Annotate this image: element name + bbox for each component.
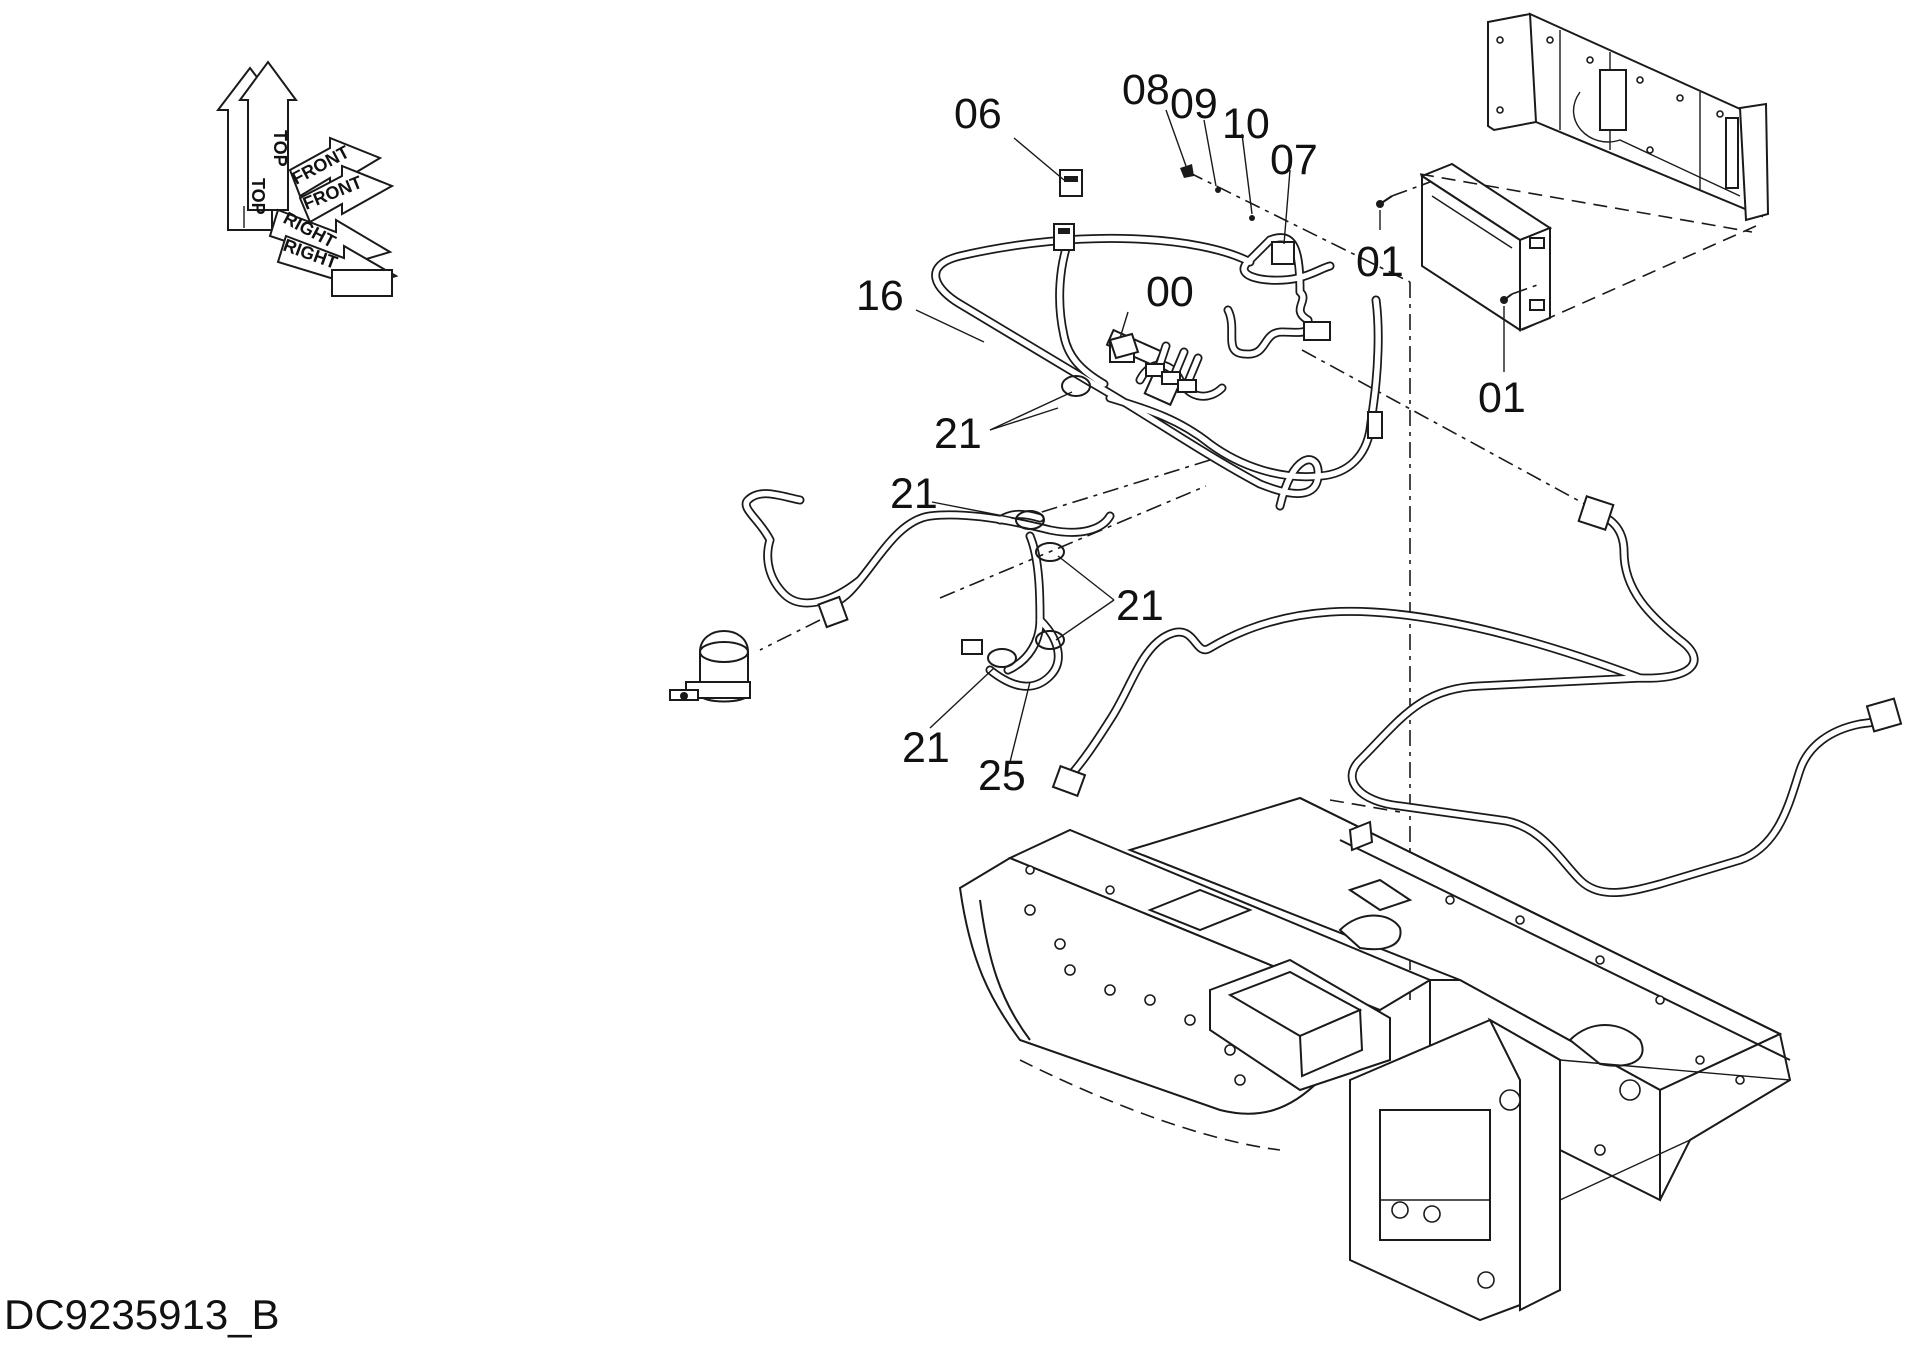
screw-08 [1180, 164, 1194, 178]
bolt-01-upper [1376, 195, 1393, 208]
callout-10: 10 [1222, 100, 1270, 148]
harness-25 [741, 375, 1115, 691]
callout-08: 08 [1122, 66, 1170, 114]
nut-10 [1249, 215, 1255, 221]
bolt-01-lower [1500, 293, 1513, 304]
arrow-label-top-1: TOP [248, 178, 268, 215]
callout-labels: 06 08 09 10 07 01 01 16 00 21 21 21 21 2… [856, 66, 1526, 800]
leader-lines [915, 109, 1505, 763]
callout-21-mid-right: 21 [1116, 582, 1164, 630]
callout-21-mid-left: 21 [890, 470, 938, 518]
drawing-id-caption: DC9235913_B [4, 1291, 280, 1338]
beacon-lamp [669, 630, 751, 703]
callout-06: 06 [954, 90, 1002, 138]
callout-07: 07 [1270, 136, 1318, 184]
callout-21-top: 21 [934, 410, 982, 458]
arrow-label-top-2: TOP [270, 130, 290, 167]
callout-21-bottom: 21 [902, 724, 950, 772]
callout-09: 09 [1170, 80, 1218, 128]
callout-01-lower: 01 [1478, 374, 1526, 422]
callout-01-upper: 01 [1356, 238, 1404, 286]
harness-16 [931, 223, 1383, 511]
controller-bracket [1487, 12, 1770, 222]
orientation-arrow-icon: TOP TOP FRONT FRONT RIGHT RIGHT [215, 60, 399, 297]
long-cable [1051, 495, 1903, 897]
callout-00: 00 [1146, 268, 1194, 316]
controller-unit [1419, 162, 1553, 332]
callout-16: 16 [856, 272, 904, 320]
cab-floor-frame [958, 796, 1792, 1322]
callout-25: 25 [978, 752, 1026, 800]
connector-06 [1059, 169, 1083, 197]
connector-00 [1108, 332, 1140, 360]
